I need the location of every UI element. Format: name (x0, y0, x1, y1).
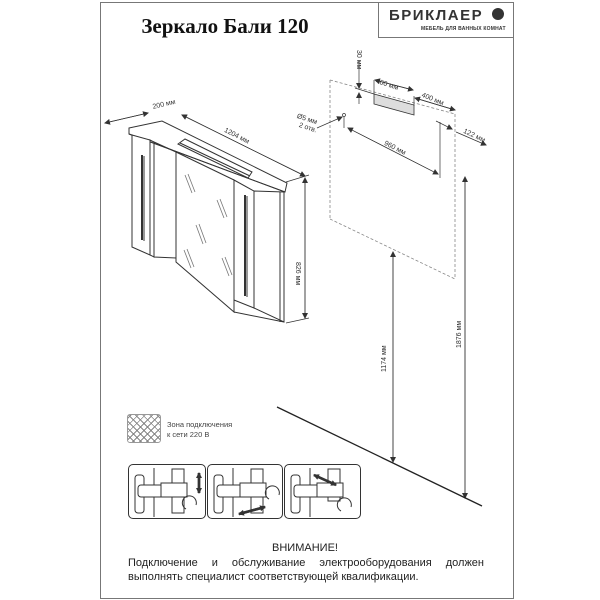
hinge-depth-adjust-icon (284, 464, 361, 519)
brand-tagline: МЕБЕЛЬ ДЛЯ ВАННЫХ КОМНАТ (421, 26, 506, 32)
brand-name: БРИКЛАЕР (389, 7, 484, 24)
dim-top-offset-label: 30 мм (355, 50, 362, 70)
legend-line-2: к сети 220 В (167, 430, 210, 439)
page-title: Зеркало Бали 120 (141, 14, 309, 38)
legend-connection-zone: Зона подключения к сети 220 В (167, 420, 232, 440)
warning-title: ВНИМАНИЕ! (272, 542, 338, 554)
dim-hole-height-label: 1174 мм (381, 345, 388, 372)
warning-text: Подключение и обслуживание электрооборуд… (128, 557, 484, 583)
drawing-sheet-frame (100, 2, 514, 599)
hinge-horizontal-adjust-icon (207, 464, 283, 519)
hinge-vertical-adjust-icon (128, 464, 206, 519)
brand-logo: БРИКЛАЕР МЕБЕЛЬ ДЛЯ ВАННЫХ КОМНАТ (378, 2, 514, 38)
crosshatch-swatch-icon (127, 414, 161, 443)
dim-top-height-label: 1876 мм (456, 320, 463, 348)
rose-icon (492, 8, 504, 20)
dim-height-label: 826 мм (294, 262, 301, 286)
legend-line-1: Зона подключения (167, 420, 233, 429)
